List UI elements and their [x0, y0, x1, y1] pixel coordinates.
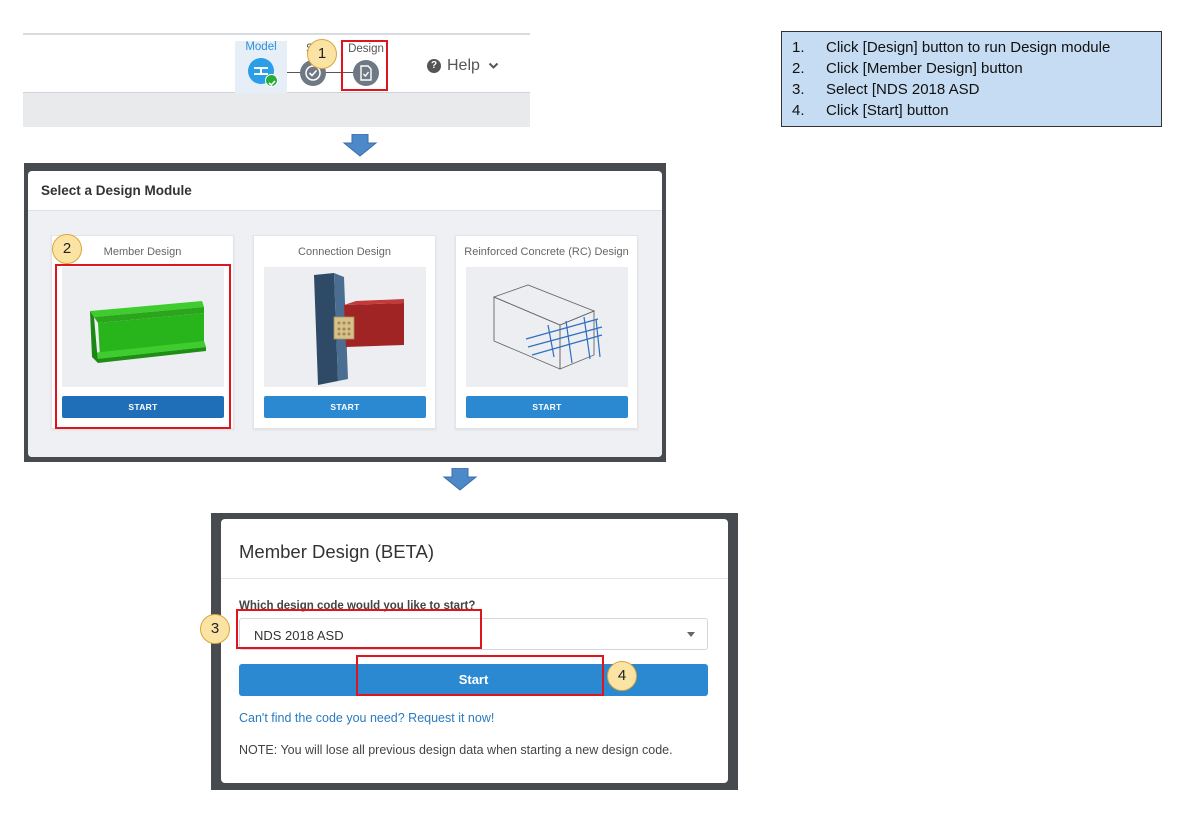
down-arrow-icon [342, 134, 378, 157]
design-code-select[interactable]: NDS 2018 ASD [239, 618, 708, 650]
instruction-item: 4.Click [Start] button [792, 102, 949, 119]
caret-down-icon [687, 632, 695, 637]
selected-design-code: NDS 2018 ASD [254, 628, 344, 643]
help-icon: ? [427, 59, 441, 73]
connection-design-start-button[interactable]: START [264, 396, 426, 418]
down-arrow-icon [442, 468, 478, 491]
rc-design-start-button[interactable]: START [466, 396, 628, 418]
step-label-model: Model [245, 41, 277, 53]
dialog-title: Member Design (BETA) [239, 541, 434, 562]
instruction-item: 3.Select [NDS 2018 ASD [792, 81, 980, 98]
steel-beam-image [62, 267, 224, 387]
instruction-item: 2.Click [Member Design] button [792, 60, 1023, 77]
rc-image [466, 267, 628, 387]
help-menu[interactable]: ? Help [427, 57, 499, 75]
module-cards: Member Design START Connection Design [28, 211, 662, 457]
toolbar-step-design[interactable]: Design [340, 43, 392, 93]
design-module-dialog: Select a Design Module Member Design STA… [28, 171, 662, 457]
module-card-connection-design[interactable]: Connection Design [253, 235, 436, 429]
module-title: Connection Design [298, 246, 391, 258]
callout-1: 1 [307, 39, 337, 69]
divider [221, 578, 728, 579]
member-design-start-button[interactable]: START [62, 396, 224, 418]
highlight-member-design [55, 264, 231, 429]
chevron-down-icon [488, 59, 499, 73]
instruction-item: 1.Click [Design] button to run Design mo… [792, 39, 1111, 56]
help-label: Help [447, 57, 480, 74]
member-design-dialog: Member Design (BETA) Which design code w… [221, 519, 728, 783]
request-code-link[interactable]: Can't find the code you need? Request it… [239, 711, 495, 725]
callout-4: 4 [607, 661, 637, 691]
member-design-panel: Member Design (BETA) Which design code w… [211, 513, 738, 790]
top-toolbar: Model So Design [23, 33, 530, 93]
module-title: Member Design [103, 246, 182, 258]
design-doc-icon [353, 60, 379, 86]
module-title: Reinforced Concrete (RC) Design [464, 246, 629, 258]
callout-2: 2 [52, 234, 82, 264]
module-card-member-design[interactable]: Member Design START [51, 235, 234, 429]
module-card-rc-design[interactable]: Reinforced Concrete (RC) Design [455, 235, 638, 429]
check-icon [265, 74, 278, 87]
highlight-design-button [341, 40, 388, 91]
highlight-design-code [236, 609, 482, 649]
connection-image [264, 267, 426, 387]
instructions-box: 1.Click [Design] button to run Design mo… [781, 31, 1162, 127]
callout-3: 3 [200, 614, 230, 644]
step-label-design: Design [348, 43, 384, 55]
design-module-panel: Select a Design Module Member Design STA… [24, 163, 666, 462]
warning-note: NOTE: You will lose all previous design … [239, 743, 673, 757]
toolbar-panel: Model So Design [23, 33, 530, 127]
toolbar-step-model[interactable]: Model [235, 41, 287, 93]
dialog-title: Select a Design Module [28, 171, 662, 211]
highlight-start-button [356, 655, 604, 696]
